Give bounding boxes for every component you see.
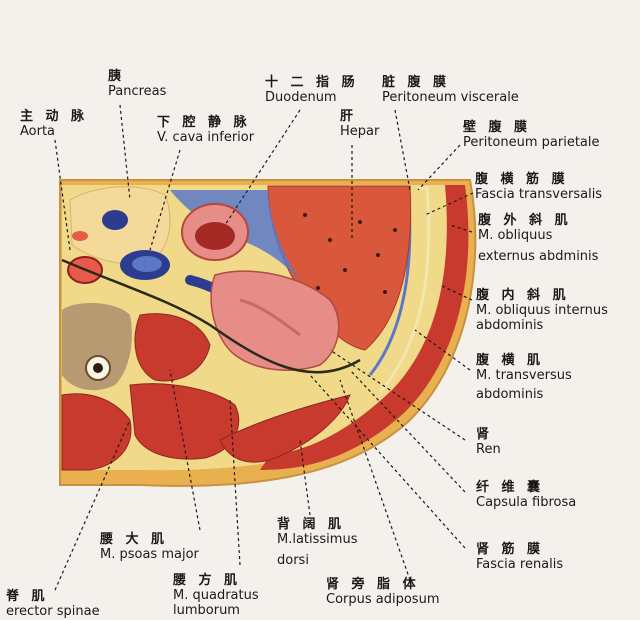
label-pancreas: 胰 Pancreas	[108, 69, 167, 99]
label-fascia-renalis: 肾 筋 膜 Fascia renalis	[476, 542, 564, 572]
label-transversus: 腹 横 肌 M. transversus abdominis	[476, 353, 572, 402]
label-fascia-transversalis: 腹 横 筋 膜 Fascia transversalis	[475, 172, 603, 202]
psoas-shape	[134, 313, 211, 382]
erector-spinae-shape	[61, 393, 132, 471]
label-peritoneum-viscerale: 脏 腹 膜 Peritoneum viscerale	[382, 75, 519, 105]
fascia-renalis-line	[61, 258, 361, 374]
fascia-transversalis-layer	[378, 186, 431, 393]
label-obliquus-internus: 腹 内 斜 肌 M. obliquus internus abdominis	[476, 288, 608, 333]
label-psoas: 腰 大 肌 M. psoas major	[100, 532, 199, 562]
label-quadratus: 腰 方 肌 M. quadratus lumborum	[173, 573, 259, 618]
latissimus-shape	[219, 394, 351, 463]
label-obliquus-externus: 腹 外 斜 肌 M. obliquus externus abdminis	[478, 213, 599, 264]
label-peritoneum-parietale: 壁 腹 膜 Peritoneum parietale	[463, 120, 600, 150]
label-duodenum: 十 二 指 肠 Duodenum	[265, 75, 359, 105]
label-capsula-fibrosa: 纤 维 囊 Capsula fibrosa	[476, 480, 577, 510]
label-hepar: 肝 Hepar	[340, 109, 380, 139]
label-ren: 肾 Ren	[476, 427, 501, 457]
abdominal-wall-muscles	[260, 185, 469, 470]
vertebra-body	[62, 303, 132, 391]
label-erector: 脊 肌 erector spinae	[6, 589, 100, 619]
label-corpus-adiposum: 肾 旁 脂 体 Corpus adiposum	[326, 577, 440, 607]
label-aorta: 主 动 脉 Aorta	[20, 109, 89, 139]
label-vena-cava: 下 腔 静 脉 V. cava inferior	[157, 115, 255, 145]
liver-vessels	[303, 213, 397, 294]
label-latissimus: 背 阔 肌 M.latissimus dorsi	[277, 517, 358, 568]
